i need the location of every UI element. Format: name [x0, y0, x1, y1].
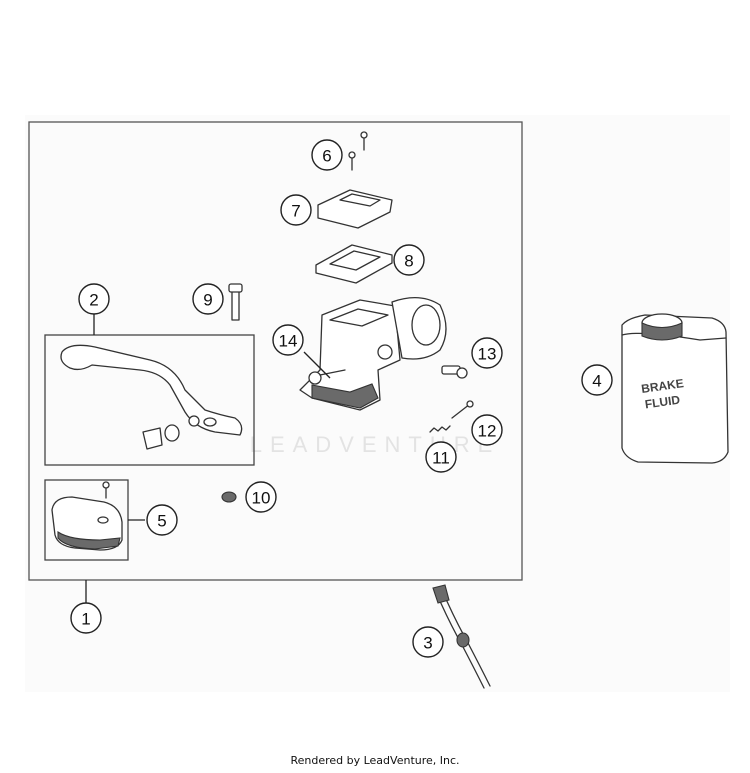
clamp-ring-bore [411, 304, 441, 346]
adjuster-shaft [319, 369, 346, 376]
callout-circle [78, 283, 110, 315]
nut-part [221, 491, 237, 503]
can-label-fluid: FLUID [644, 393, 681, 412]
can-cap-side [641, 322, 683, 341]
callout-circle [272, 324, 304, 356]
brake-lever-part [60, 344, 243, 436]
brake-fluid-can [621, 314, 729, 464]
callout-number: 9 [203, 291, 212, 310]
callout-circle [311, 139, 343, 171]
spring-part [429, 425, 451, 433]
watermark-text: LEADVENTURE [250, 432, 501, 457]
callout-number: 14 [279, 332, 298, 351]
pivot-boss [377, 344, 393, 360]
callout-circle [412, 626, 444, 658]
callout-circle [245, 481, 277, 513]
pivot-pin-head [466, 400, 474, 408]
lever-pivot-bushing [188, 415, 200, 427]
callout-circle [393, 244, 425, 276]
lever-o-ring-part [164, 424, 180, 442]
callout-circle [192, 283, 224, 315]
clamp-screw-hole [97, 516, 109, 524]
callout-number: 8 [404, 252, 413, 271]
callout-number: 13 [478, 345, 497, 364]
callout-1: 1 [70, 602, 102, 634]
assembly-frame [28, 121, 523, 581]
clamp-screw-head [102, 481, 110, 489]
footer-credit: Rendered by LeadVenture, Inc. [290, 754, 460, 767]
callout-4: 4 [581, 364, 613, 396]
callout-6: 6 [311, 139, 343, 171]
can-label-brake: BRAKE [640, 376, 684, 396]
lever-bushing-part [142, 427, 163, 450]
leader-14 [303, 351, 331, 379]
callout-10: 10 [245, 481, 277, 513]
callout-7: 7 [280, 194, 312, 226]
short-bolt-head [456, 367, 468, 379]
cover-screw-b-head [348, 151, 356, 159]
callout-number: 5 [157, 512, 166, 531]
long-bolt-head [228, 283, 243, 293]
pivot-pin-part [451, 403, 471, 419]
callout-circle [471, 337, 503, 369]
callout-circle [425, 441, 457, 473]
cylinder-underside [311, 383, 379, 409]
callout-number: 3 [423, 634, 432, 653]
cover-screw-a-head [360, 131, 368, 139]
callout-number: 11 [432, 449, 450, 468]
adjuster-knob [308, 371, 322, 385]
clamp-underside [57, 530, 121, 550]
callout-circle [146, 504, 178, 536]
callout-number: 12 [478, 422, 497, 441]
master-cylinder-body [299, 299, 401, 411]
diaphragm-inner [329, 250, 381, 271]
callout-number: 6 [322, 147, 331, 166]
callout-5: 5 [146, 504, 178, 536]
callout-circle [280, 194, 312, 226]
lever-pivot-hole [203, 417, 217, 427]
callout-14: 14 [272, 324, 304, 356]
callout-circle [471, 414, 503, 446]
callout-8: 8 [393, 244, 425, 276]
callout-number: 4 [592, 372, 601, 391]
cylinder-reservoir-opening [329, 308, 389, 327]
callout-number: 1 [81, 610, 90, 629]
callout-number: 2 [89, 291, 98, 310]
callout-9: 9 [192, 283, 224, 315]
long-bolt-part [231, 289, 240, 321]
callout-2: 2 [78, 283, 110, 315]
callout-number: 10 [252, 489, 271, 508]
callout-3: 3 [412, 626, 444, 658]
hose-sleeve [456, 632, 470, 648]
lever-box [44, 334, 255, 466]
callout-11: 11 [425, 441, 457, 473]
callout-circle [70, 602, 102, 634]
callout-13: 13 [471, 337, 503, 369]
hose-fitting [432, 584, 450, 604]
callout-circle [581, 364, 613, 396]
reservoir-cover-top [339, 193, 381, 207]
callout-number: 7 [291, 202, 300, 221]
callout-12: 12 [471, 414, 503, 446]
